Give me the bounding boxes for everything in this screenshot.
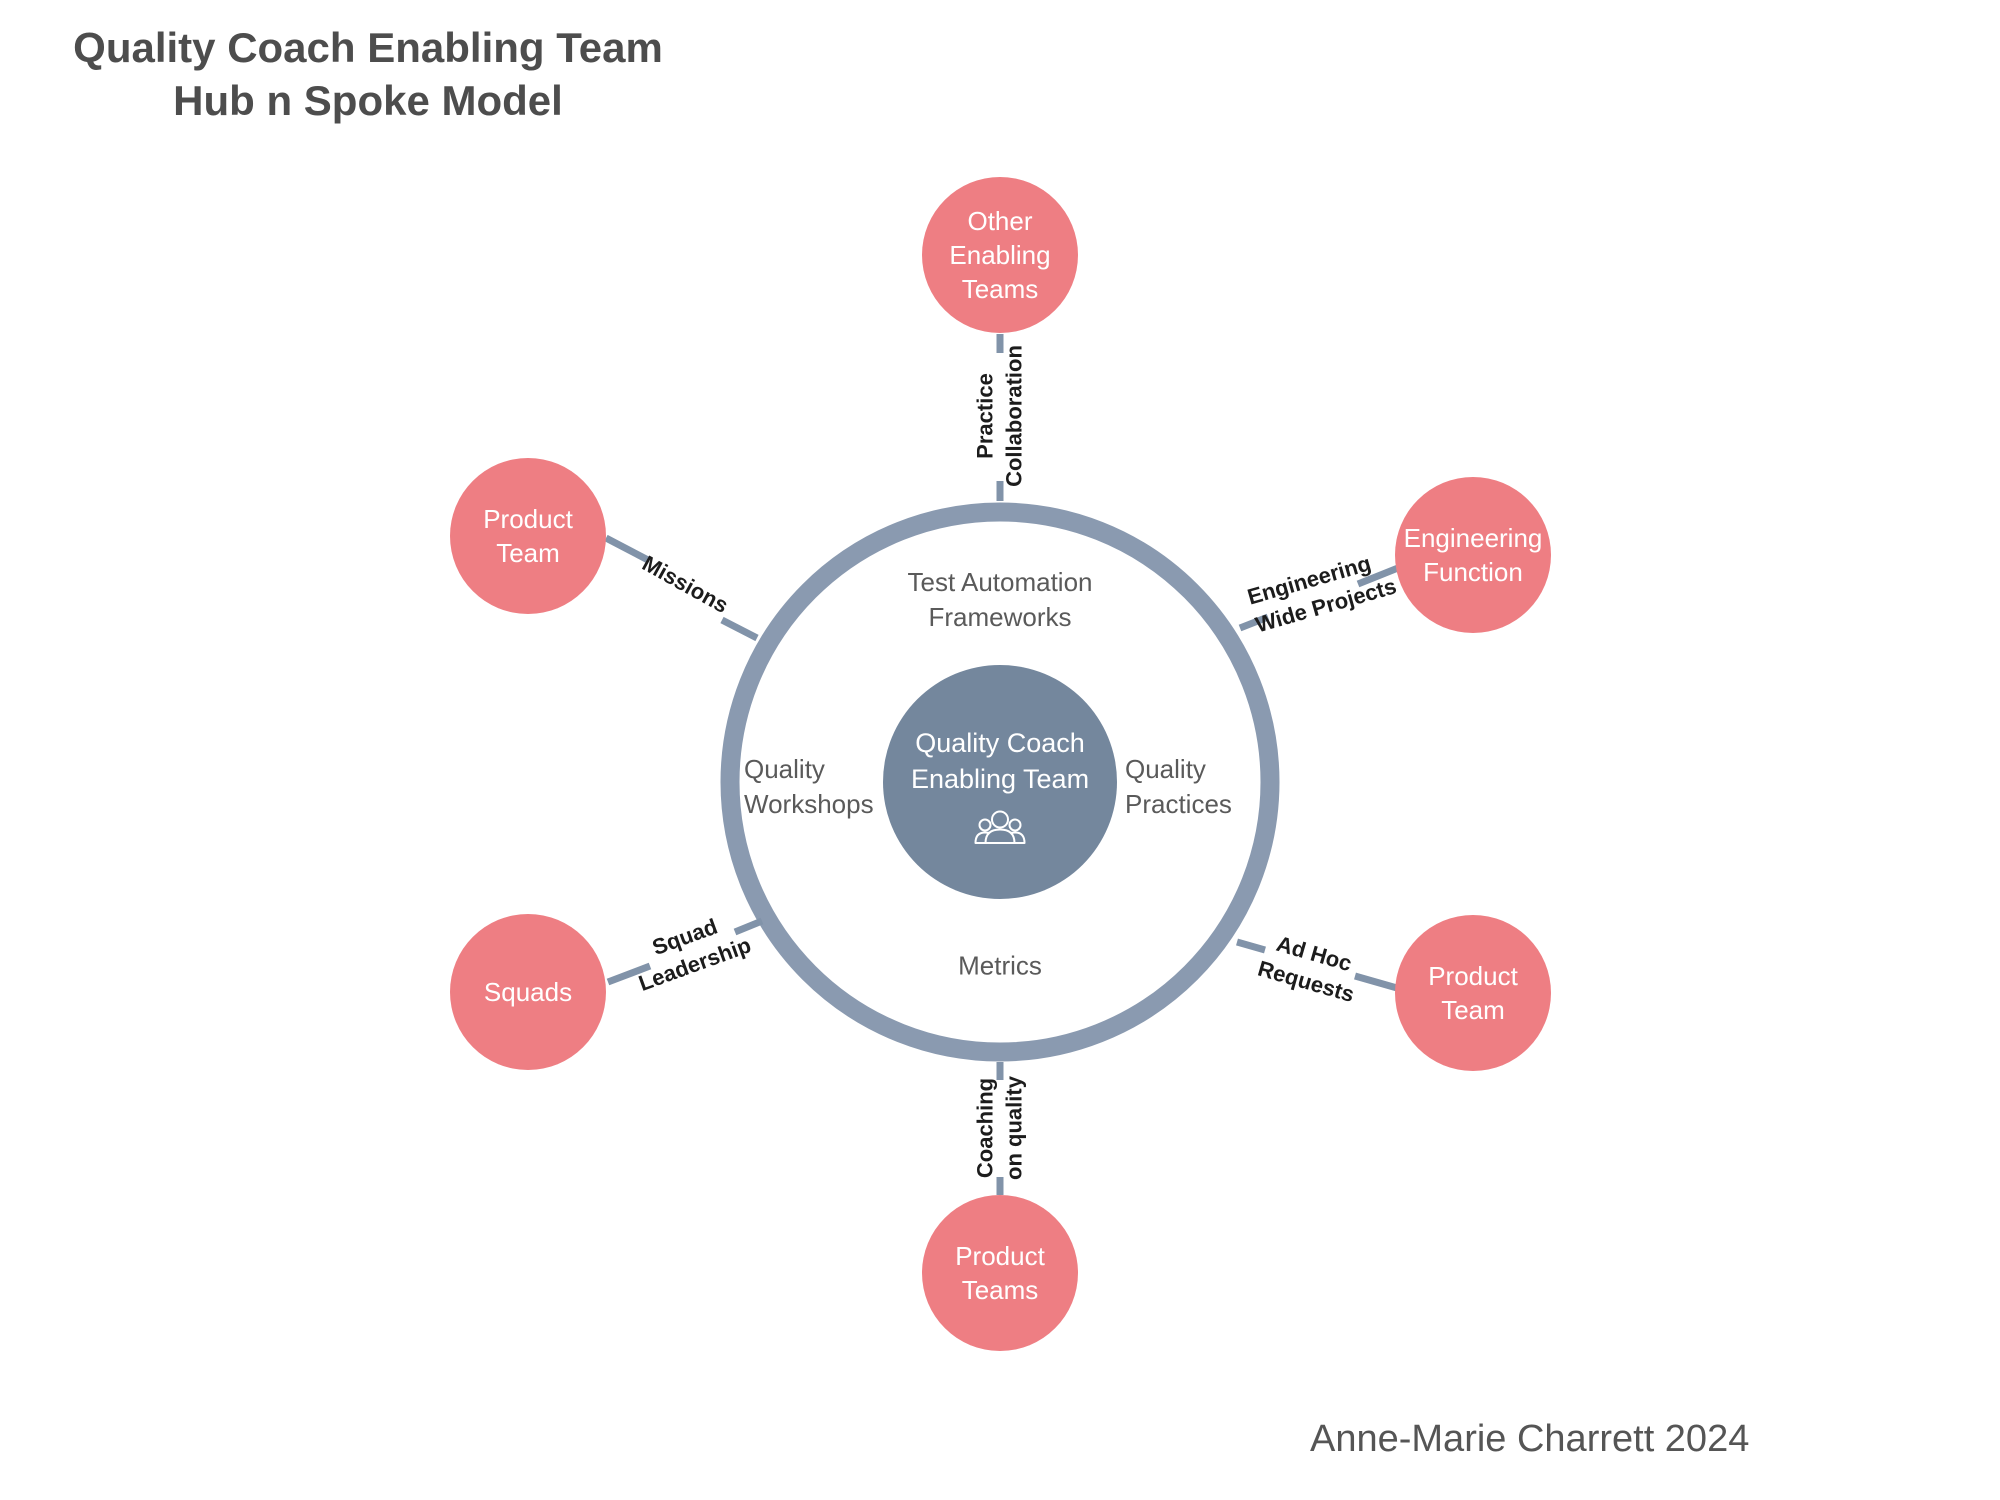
spoke-node-product-team-upper-left: Product Team	[450, 458, 606, 614]
spoke-line-upper-right-outer	[1356, 564, 1400, 588]
spoke-line-lower-right-outer	[1354, 972, 1398, 992]
spoke-node-product-team-lower-right: Product Team	[1395, 915, 1551, 1071]
ring-service-metrics: Metrics	[958, 950, 1042, 981]
spoke-line-lower-left-inner	[733, 917, 764, 936]
spoke-line-lower-left-outer	[606, 962, 652, 986]
attribution-credit: Anne-Marie Charrett 2024	[1310, 1418, 1750, 1460]
spoke-line-lower-right-inner	[1236, 938, 1266, 954]
spoke-link-label-coaching-on-quality: Coaching on quality	[972, 1076, 1026, 1180]
hub-circle: Quality Coach Enabling Team	[883, 665, 1117, 899]
outer-ring	[720, 502, 1280, 1062]
spoke-connectors	[604, 334, 1400, 1195]
diagram-title-line1: Quality Coach Enabling Team	[73, 24, 663, 71]
hub-label: Quality Coach Enabling Team	[910, 728, 1090, 794]
ring-service-test-automation-frameworks: Test Automation Frameworks	[907, 566, 1093, 632]
spoke-node-squads: Squads	[450, 914, 606, 1070]
spoke-line-upper-left-inner	[720, 616, 759, 642]
spoke-link-label-practice-collaboration: Practice Collaboration	[972, 345, 1026, 487]
ring-service-quality-practices: Quality Practices	[1125, 753, 1232, 819]
diagram-title: Quality Coach Enabling Team Hub n Spoke …	[38, 22, 698, 127]
ring-service-quality-workshops: Quality Workshops	[744, 753, 874, 819]
spoke-node-product-teams: Product Teams	[922, 1195, 1078, 1351]
spoke-line-upper-left-outer	[604, 534, 650, 564]
spoke-node-engineering-function: Engineering Function	[1395, 477, 1551, 633]
people-group-icon	[974, 810, 1026, 844]
diagram-title-line2: Hub n Spoke Model	[173, 76, 563, 124]
spoke-line-upper-right-inner	[1238, 613, 1270, 632]
spoke-node-other-enabling-teams: Other Enabling Teams	[922, 177, 1078, 333]
